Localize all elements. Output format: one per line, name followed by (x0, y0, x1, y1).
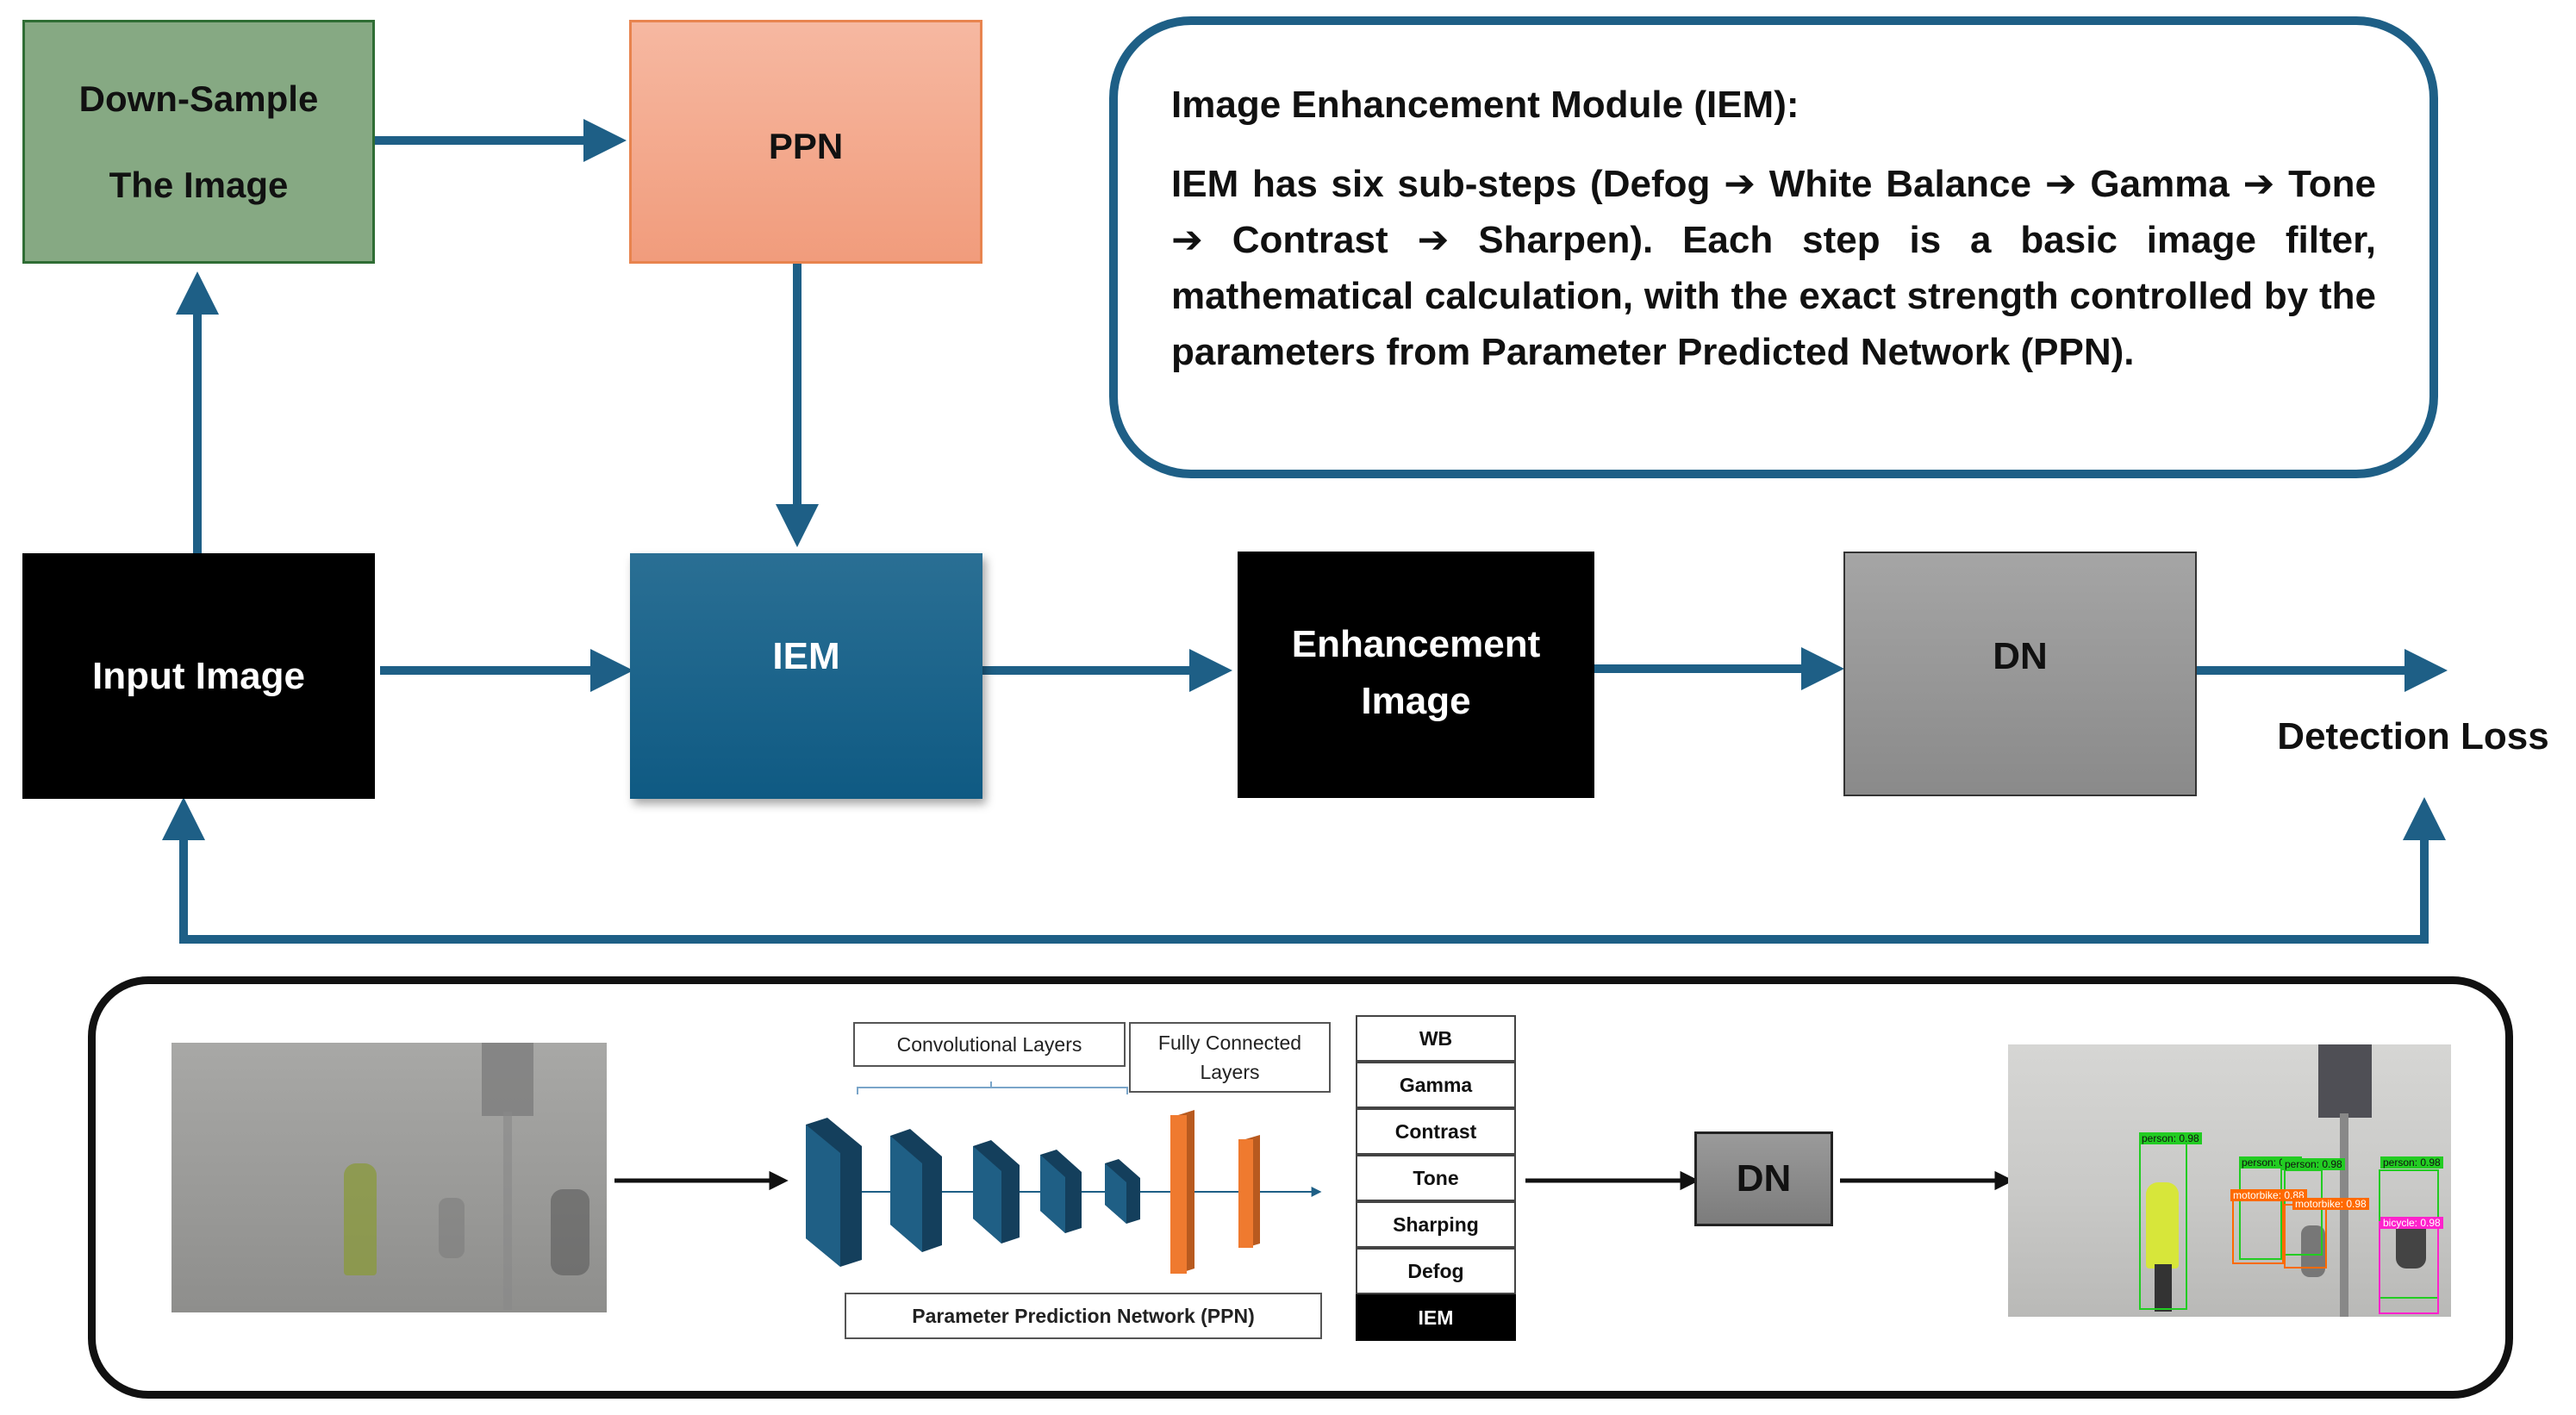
downsample-line2: The Image (109, 164, 289, 205)
iem-node: IEM (630, 553, 982, 799)
det-label-person-3: person: 0.98 (2282, 1158, 2345, 1170)
detail-dn-label: DN (1736, 1157, 1792, 1200)
iem-step-defog: Defog (1356, 1248, 1516, 1294)
conv-layers-label: Convolutional Layers (853, 1022, 1126, 1067)
ppn-label: PPN (768, 126, 844, 166)
ppn-caption: Parameter Prediction Network (PPN) (845, 1293, 1322, 1339)
enhancement-line1: Enhancement (1291, 623, 1541, 665)
iem-step-tone: Tone (1356, 1155, 1516, 1201)
iem-step-gamma: Gamma (1356, 1062, 1516, 1108)
dn-label: DN (1993, 635, 2048, 677)
enhancement-image-node: Enhancement Image (1238, 552, 1594, 798)
detection-output-photo: person: 0.98 person: 0.97 person: 0.98 p… (2008, 1044, 2451, 1317)
input-image-label: Input Image (92, 654, 305, 697)
det-box-motorbike-1 (2232, 1195, 2284, 1264)
enhancement-line2: Image (1361, 680, 1471, 722)
det-box-bicycle (2379, 1221, 2439, 1314)
det-label-motorbike-2: motorbike: 0.98 (2292, 1198, 2369, 1210)
det-label-person-4: person: 0.98 (2380, 1156, 2443, 1169)
callout-title: Image Enhancement Module (IEM): (1171, 84, 1799, 126)
fc-layers-label: Fully Connected Layers (1129, 1022, 1331, 1093)
detail-dn-node: DN (1694, 1131, 1833, 1226)
iem-description-callout: Image Enhancement Module (IEM): IEM has … (1109, 16, 2438, 478)
ppn-node: PPN (629, 20, 982, 264)
det-label-person-1: person: 0.98 (2139, 1132, 2202, 1144)
iem-step-contrast: Contrast (1356, 1108, 1516, 1155)
det-label-motorbike-1: motorbike: 0.88 (2230, 1189, 2307, 1201)
dn-node: DN (1843, 552, 2197, 796)
iem-label: IEM (772, 635, 840, 677)
input-image-node: Input Image (22, 553, 375, 799)
iem-step-sharping: Sharping (1356, 1201, 1516, 1248)
foggy-input-photo (172, 1043, 607, 1312)
iem-step-iem: IEM (1356, 1294, 1516, 1341)
downsample-node: Down-Sample The Image (22, 20, 375, 264)
iem-step-wb: WB (1356, 1015, 1516, 1062)
callout-body: IEM has six sub-steps (Defog ➔ White Bal… (1171, 163, 2376, 373)
det-label-bicycle: bicycle: 0.98 (2380, 1217, 2443, 1229)
downsample-line1: Down-Sample (78, 78, 319, 119)
det-box-motorbike-2 (2284, 1204, 2327, 1269)
detection-loss-label: Detection Loss (2277, 715, 2549, 757)
det-box-person-1 (2139, 1139, 2187, 1310)
